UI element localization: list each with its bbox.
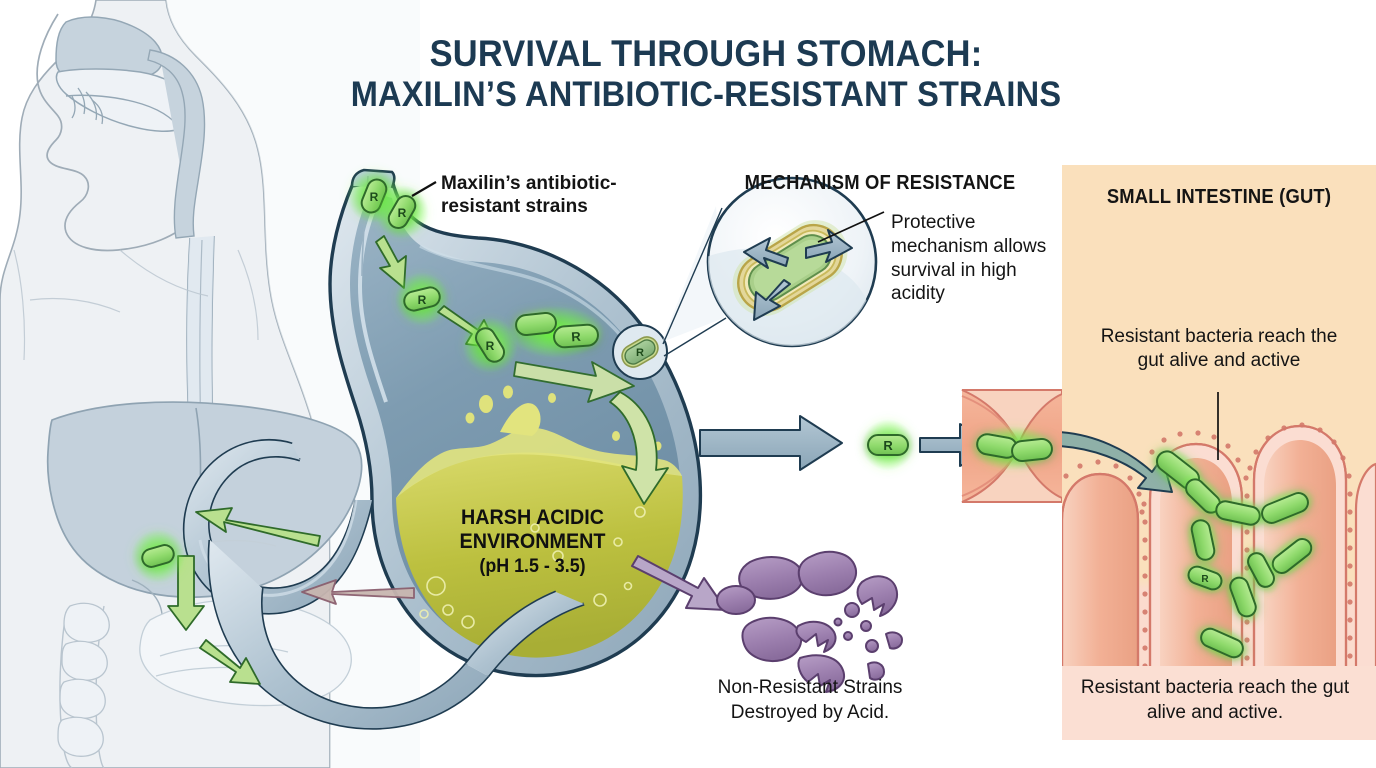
caption-non-resistant-destroyed: Non-Resistant Strains Destroyed by Acid. <box>717 677 903 723</box>
svg-text:R: R <box>1201 574 1209 585</box>
bacterium-lumen-pair: R <box>508 306 604 358</box>
destroyed-bacteria-group <box>631 550 903 693</box>
svg-text:R: R <box>883 438 893 453</box>
page-title: SURVIVAL THROUGH STOMACH: MAXILIN’S ANTI… <box>288 32 1125 116</box>
acid-ph-text: (pH 1.5 - 3.5) <box>479 555 586 577</box>
magnified-source-bacterium: R <box>612 324 668 380</box>
title-line-1: SURVIVAL THROUGH STOMACH: <box>429 33 983 74</box>
bacterium-esophagus-3: R <box>395 272 449 326</box>
header-small-intestine: SMALL INTESTINE (GUT) <box>1106 186 1332 208</box>
gut-bacteria: R <box>1150 445 1318 663</box>
label-harsh-acidic-environment: HARSH ACIDIC ENVIRONMENT (pH 1.5 - 3.5) <box>427 506 639 578</box>
stomach <box>131 168 703 730</box>
bacterium-duodenum <box>131 529 185 583</box>
acid-return-arrow <box>301 579 415 605</box>
svg-text:R: R <box>370 190 379 204</box>
bacterium-esophagus-2: R <box>375 185 429 239</box>
magnifier-mechanism <box>662 176 885 357</box>
leader-line-strains <box>411 181 437 197</box>
header-mechanism-of-resistance: MECHANISM OF RESISTANCE <box>744 172 1016 194</box>
label-protective-mechanism: Protective mechanism allows survival in … <box>891 212 1047 305</box>
svg-text:R: R <box>418 293 427 307</box>
svg-text:R: R <box>571 329 582 345</box>
label-gut-note: Resistant bacteria reach the gut alive a… <box>1100 326 1338 371</box>
caption-resistant-reach-gut: Resistant bacteria reach the gut alive a… <box>1080 677 1350 723</box>
acid-title-text: HARSH ACIDIC ENVIRONMENT <box>459 506 606 554</box>
bacterium-lumen-1: R <box>462 317 518 373</box>
title-line-2: MAXILIN’S ANTIBIOTIC-RESISTANT STRAINS <box>350 75 1062 115</box>
pylorus-transition: R <box>699 389 1063 503</box>
svg-text:R: R <box>398 206 407 220</box>
flow-arrows-duodenum <box>167 555 261 685</box>
body-silhouette <box>0 0 420 768</box>
gut-entry-arrow <box>1062 431 1173 493</box>
label-maxilin-strains: Maxilin’s antibiotic-resistant strains <box>441 173 617 218</box>
svg-text:R: R <box>636 347 644 359</box>
bacteria-squeeze <box>970 426 1054 470</box>
flow-arrow-left <box>195 507 321 547</box>
bacteria-path-stomach: R R R <box>347 169 669 505</box>
bacterium-transit: R <box>862 419 914 471</box>
gut-panel: R <box>1062 165 1376 740</box>
svg-text:R: R <box>486 339 495 353</box>
repel-arrows <box>743 229 853 321</box>
